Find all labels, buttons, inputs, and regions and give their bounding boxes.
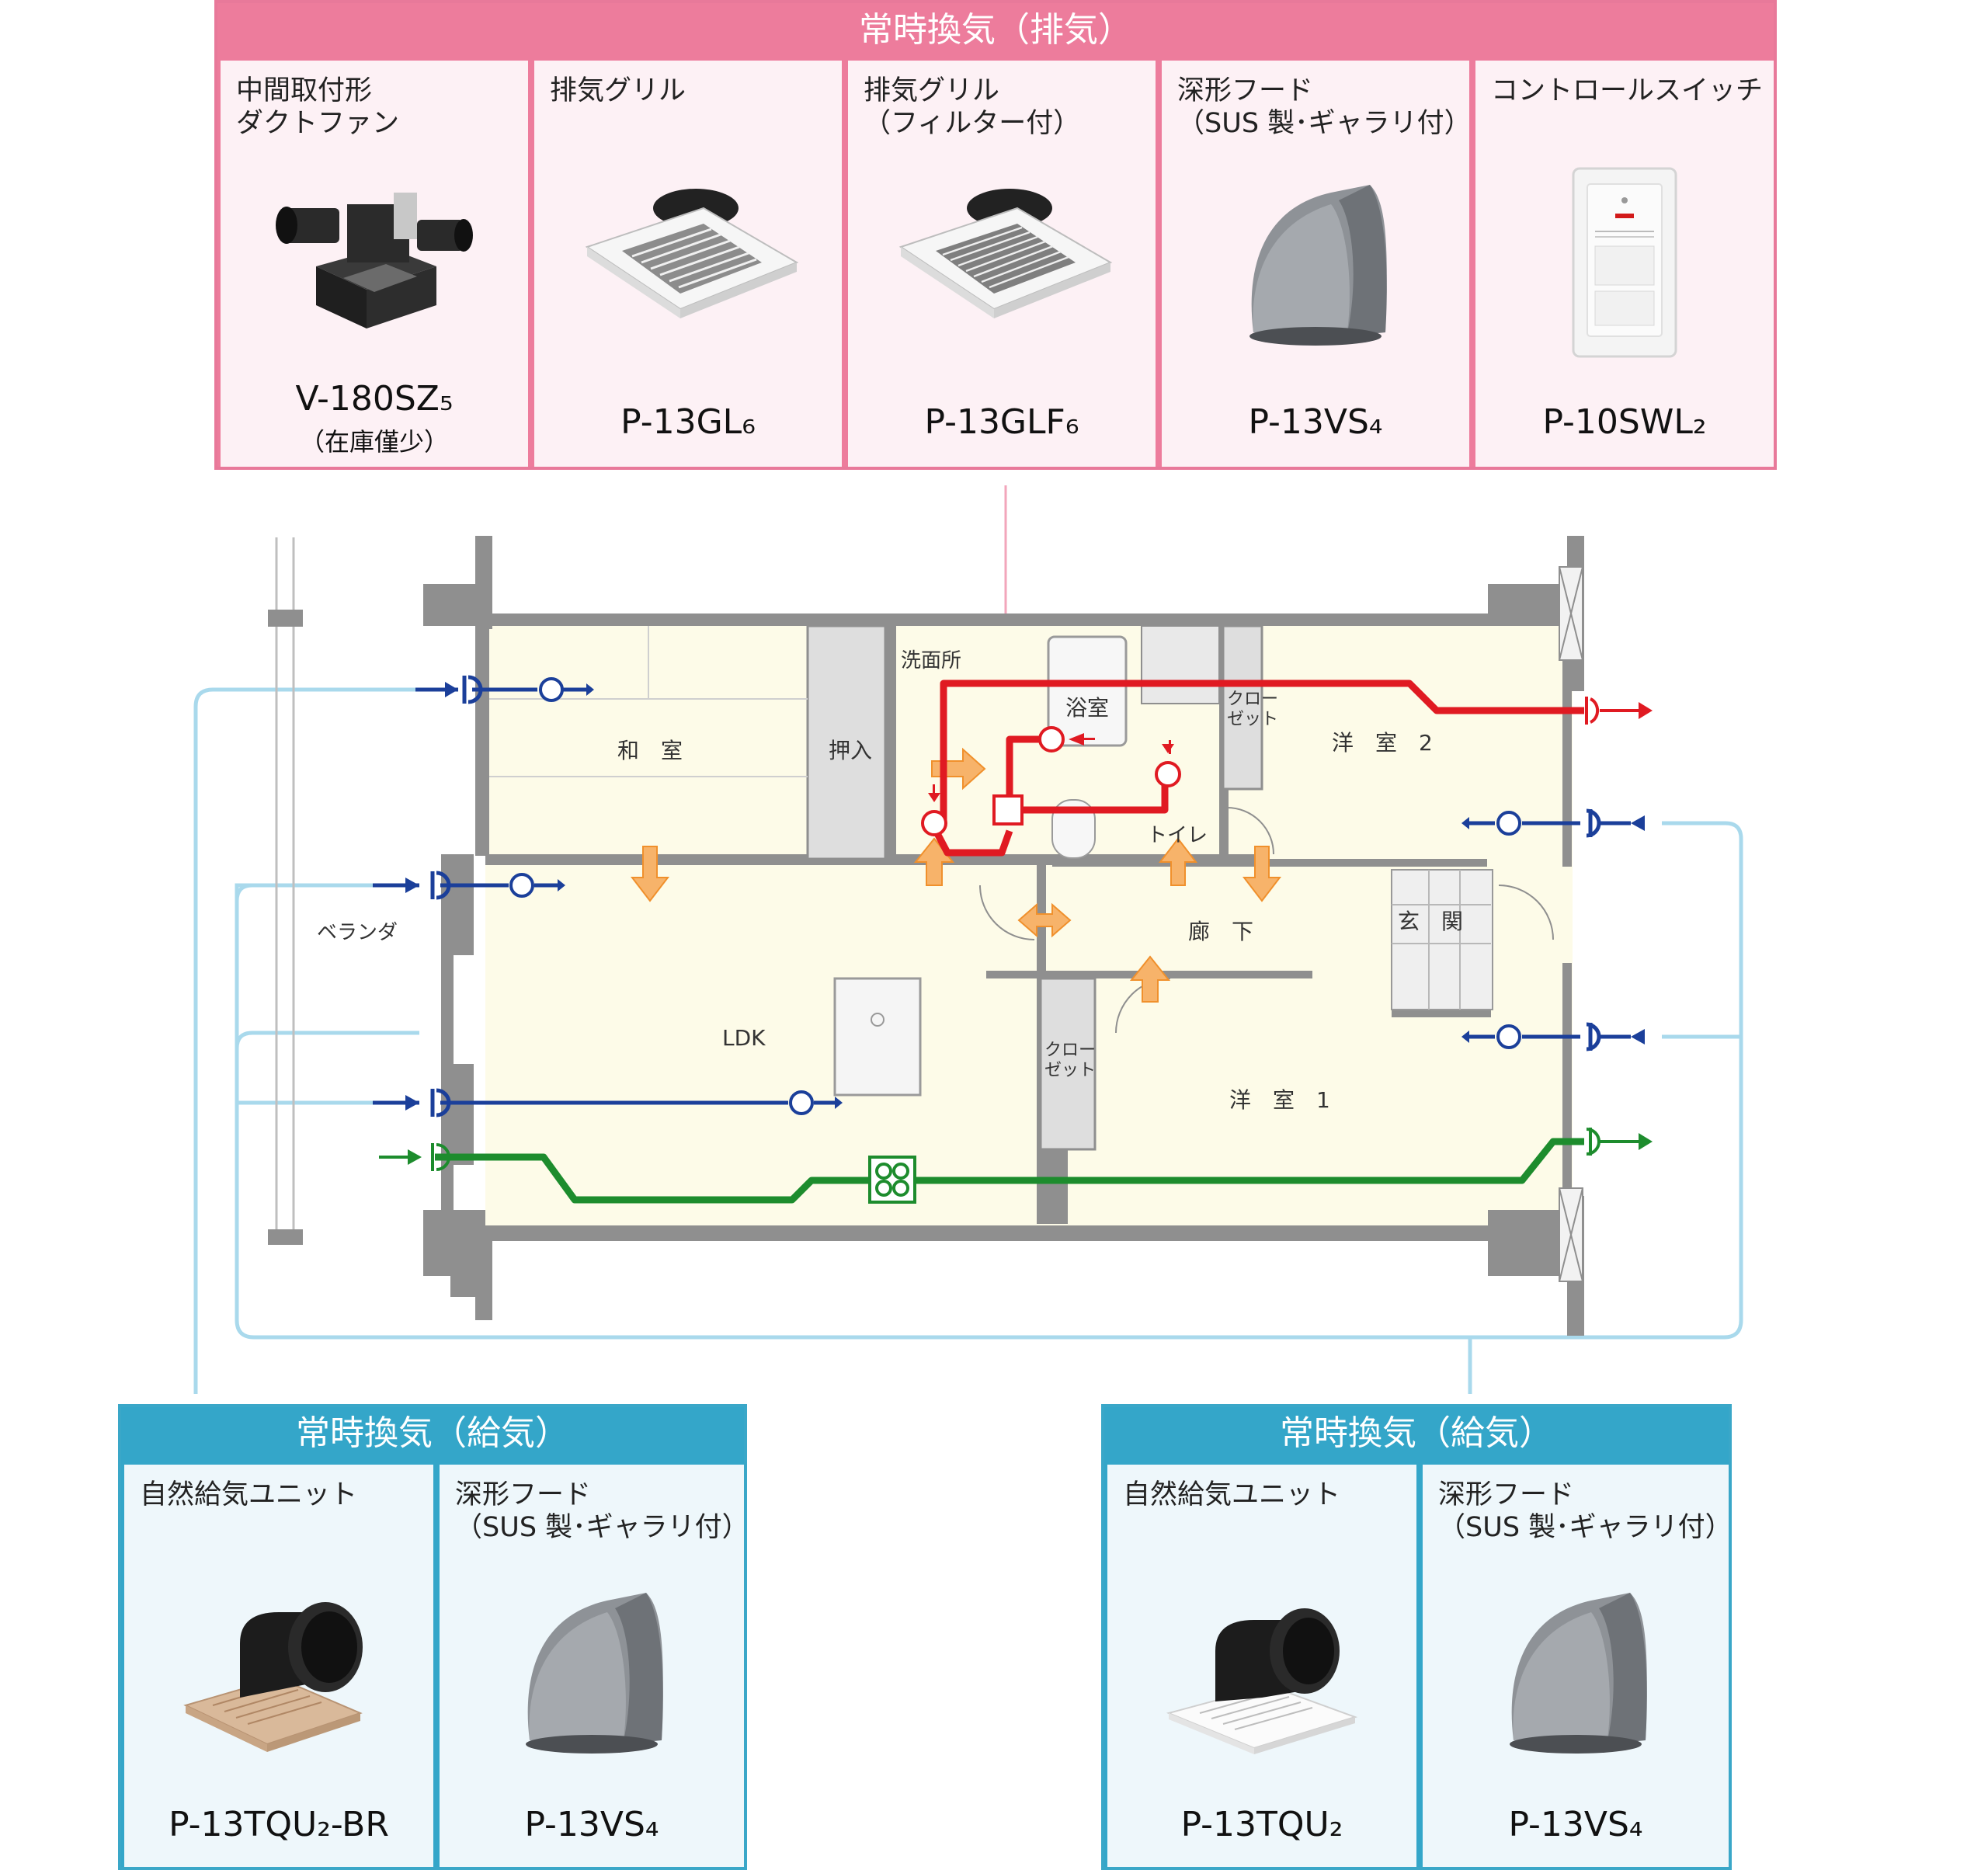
room-label-western-room-2: 洋 室 2: [1332, 730, 1433, 756]
right-windows: [1559, 566, 1583, 1282]
product-name: コントロールスイッチ: [1491, 75, 1764, 106]
product-model: P-13VS₄: [1508, 1805, 1643, 1844]
exhaust-grille-filter-icon: [898, 189, 1113, 318]
room-label-bathroom: 浴室: [1065, 695, 1110, 721]
storage-box-top: [1141, 625, 1220, 704]
area-label-entrance: 玄 関: [1398, 909, 1464, 934]
supply-panel-right-title: 常時換気（給気）: [1280, 1413, 1553, 1453]
kitchen-exhaust-duct: [435, 1138, 1584, 1204]
product-model: P-13TQU₂: [1180, 1805, 1343, 1844]
supply-panel-right: 常時換気（給気） 自然給気ユニット P-13TQU₂ 深形フード （SUS 製･…: [1101, 1404, 1733, 1870]
product-card-deep-hood[interactable]: 深形フード （SUS 製･ギャラリ付） P-13VS₄: [1162, 61, 1472, 467]
product-card-exhaust-grille[interactable]: 排気グリル P-13GL₆: [534, 61, 842, 467]
room-label-toilet: トイレ: [1147, 824, 1208, 847]
product-name: 深形フード （SUS 製･ギャラリ付）: [1438, 1479, 1733, 1543]
product-name: 深形フード （SUS 製･ギャラリ付）: [455, 1479, 749, 1543]
deep-hood-icon: [1510, 1593, 1647, 1754]
supply-panel-left-title: 常時換気（給気）: [296, 1413, 569, 1453]
supply-link-lines: [193, 687, 1743, 1394]
product-card-duct-fan[interactable]: 中間取付形 ダクトファン V-180SZ₅ （在庫僅少）: [221, 61, 528, 467]
deep-hood-icon: [1249, 185, 1387, 346]
product-card-exhaust-grille-filter[interactable]: 排気グリル （フィルター付） P-13GLF₆: [848, 61, 1156, 467]
product-name: 自然給気ユニット: [140, 1479, 358, 1510]
deep-hood-icon: [526, 1593, 663, 1754]
exhaust-grille-icon: [585, 189, 799, 318]
oshiire-area: [806, 624, 887, 860]
control-switch-icon: [1572, 167, 1677, 358]
duct-fan-icon: [276, 193, 473, 328]
product-name: 自然給気ユニット: [1123, 1479, 1341, 1510]
product-card-deep-hood-left[interactable]: 深形フード （SUS 製･ギャラリ付） P-13VS₄: [440, 1465, 749, 1867]
product-name: 排気グリル: [550, 75, 686, 106]
product-name: 中間取付形 ダクトファン: [236, 75, 400, 139]
product-model: P-13VS₄: [524, 1805, 659, 1844]
exhaust-panel-title: 常時換気（排気）: [859, 10, 1132, 50]
product-note: （在庫僅少）: [299, 427, 449, 457]
product-card-control-switch[interactable]: コントロールスイッチ P-10SWL₂: [1475, 61, 1774, 467]
room-label-japanese-room: 和 室: [617, 738, 683, 763]
room-label-closet-top: クロー ゼット: [1227, 690, 1279, 729]
closet-top-area: [1222, 624, 1263, 791]
exhaust-vent-right: [1585, 697, 1600, 725]
product-model: P-13VS₄: [1248, 402, 1383, 442]
room-label-washroom: 洗面所: [901, 649, 962, 673]
product-name: 排気グリル （フィルター付）: [864, 75, 1081, 139]
natural-supply-unit-white-icon: [1166, 1608, 1358, 1754]
area-label-veranda: ベランダ: [317, 921, 398, 944]
product-model: P-10SWL₂: [1542, 402, 1707, 442]
tatami-lines: [489, 626, 808, 777]
range-hood-fan: [868, 1156, 916, 1204]
product-card-natural-supply-unit-white[interactable]: 自然給気ユニット P-13TQU₂: [1107, 1465, 1416, 1867]
product-card-deep-hood-right[interactable]: 深形フード （SUS 製･ギャラリ付） P-13VS₄: [1423, 1465, 1733, 1867]
room-label-western-room-1: 洋 室 1: [1229, 1087, 1330, 1113]
room-label-oshiire: 押入: [829, 738, 873, 763]
product-name: 深形フード （SUS 製･ギャラリ付）: [1177, 75, 1472, 139]
product-model: P-13TQU₂-BR: [169, 1805, 389, 1844]
product-model: V-180SZ₅: [295, 379, 454, 419]
entrance-area: [1391, 869, 1493, 1010]
room-label-closet-bottom: クロー ゼット: [1044, 1041, 1097, 1080]
exhaust-panel: 常時換気（排気） 中間取付形 ダクトファン V-180SZ₅ （在庫僅少） 排気…: [214, 0, 1777, 470]
area-label-hallway: 廊 下: [1188, 919, 1254, 944]
product-model: P-13GLF₆: [924, 402, 1079, 442]
natural-supply-unit-brown-icon: [183, 1602, 363, 1752]
product-card-natural-supply-unit-brown[interactable]: 自然給気ユニット P-13TQU₂-BR: [124, 1465, 433, 1867]
room-label-ldk: LDK: [722, 1025, 766, 1051]
floor-plan: [193, 485, 1743, 1394]
supply-panel-left: 常時換気（給気） 自然給気ユニット P-13TQU₂-BR 深形フード （SUS…: [118, 1404, 749, 1870]
closet-bottom-area: [1039, 977, 1097, 1151]
duct-fan-unit: [992, 794, 1024, 826]
veranda: [268, 537, 303, 1245]
product-model: P-13GL₆: [620, 402, 756, 442]
exhaust-ducts: [929, 680, 1584, 857]
